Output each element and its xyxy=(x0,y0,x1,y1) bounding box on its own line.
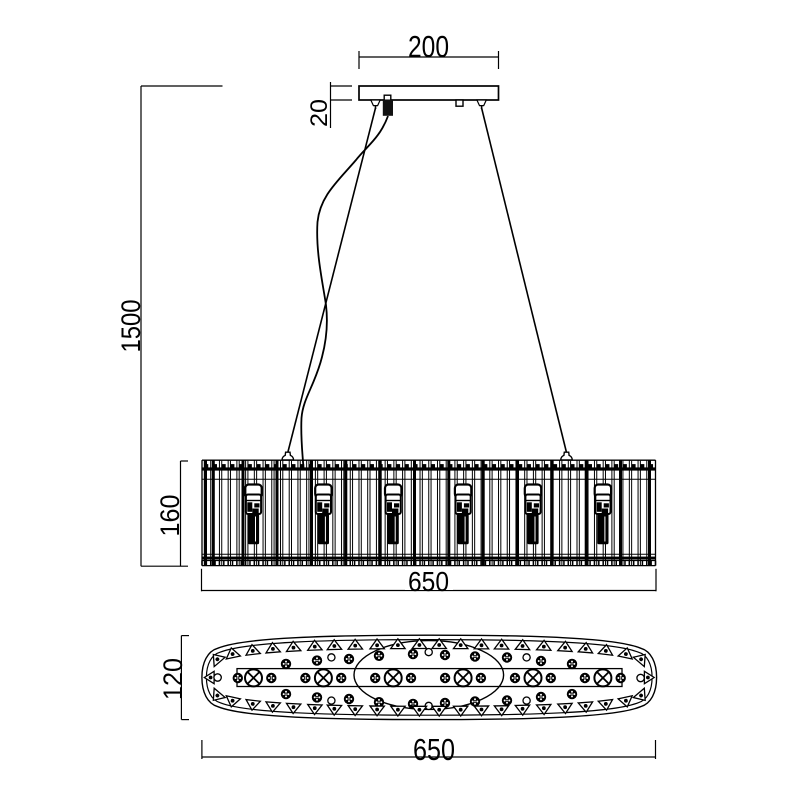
svg-text:200: 200 xyxy=(408,29,449,64)
svg-text:120: 120 xyxy=(158,658,188,700)
svg-text:650: 650 xyxy=(408,566,449,597)
svg-text:1500: 1500 xyxy=(116,300,146,353)
svg-text:20: 20 xyxy=(306,99,333,127)
svg-text:160: 160 xyxy=(155,495,185,537)
svg-text:650: 650 xyxy=(413,732,455,767)
